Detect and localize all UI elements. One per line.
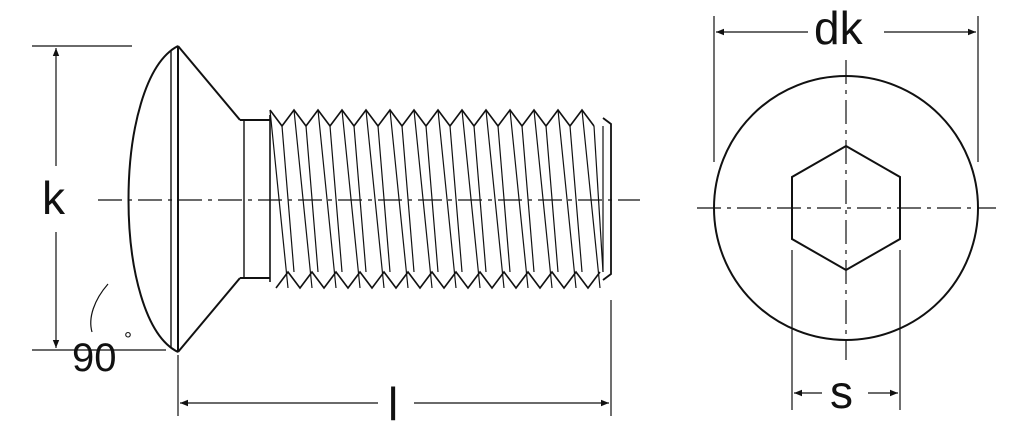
- thread-flank-root: [305, 125, 319, 273]
- thread-flank-root: [425, 125, 439, 273]
- thread-flank-root: [281, 125, 295, 273]
- angle-degree-symbol: °: [124, 329, 132, 351]
- thread-flank-root: [593, 125, 604, 273]
- thread-flank-root: [473, 125, 487, 273]
- s-label: s: [830, 366, 853, 418]
- l-label: l: [388, 378, 398, 430]
- thread-flank-crest: [533, 109, 553, 289]
- thread-flank-root: [377, 125, 391, 273]
- thread-flank-crest: [293, 109, 313, 289]
- thread-flank-root: [329, 125, 343, 273]
- thread-crest-bottom: [275, 270, 601, 290]
- thread-flank-crest: [413, 109, 433, 289]
- head-dome: [127, 45, 179, 353]
- thread-flank-root: [449, 125, 463, 273]
- thread-crest-top: [269, 108, 595, 128]
- thread-flank-root: [401, 125, 415, 273]
- hex-socket: [791, 144, 901, 272]
- thread-flank-root: [353, 125, 367, 273]
- thread-flank-crest: [269, 109, 289, 289]
- thread-flank-root: [521, 125, 535, 273]
- dk-label: dk: [814, 2, 864, 54]
- thread-flank-root: [569, 125, 583, 273]
- thread-flanks: [269, 109, 604, 289]
- angle-arc: [90, 283, 109, 333]
- thread-flank-root: [545, 125, 559, 273]
- thread-flank-crest: [317, 109, 337, 289]
- screw-tip: [602, 117, 612, 281]
- thread-flank-crest: [341, 109, 361, 289]
- end-view: [697, 16, 996, 410]
- thread-flank-crest: [485, 109, 505, 289]
- k-label: k: [42, 172, 66, 224]
- head-circle: [713, 75, 979, 341]
- thread-flank-crest: [437, 109, 457, 289]
- thread-flank-crest: [365, 109, 385, 289]
- angle-label: 90: [72, 336, 117, 380]
- thread-flank-root: [497, 125, 511, 273]
- thread-flank-crest: [557, 109, 577, 289]
- countersink-lower: [177, 277, 241, 353]
- side-view: [32, 45, 640, 416]
- thread-flank-crest: [461, 109, 481, 289]
- thread-flank-crest: [581, 109, 601, 289]
- thread-flank-crest: [389, 109, 409, 289]
- thread-flank-crest: [509, 109, 529, 289]
- countersink-upper: [177, 45, 241, 121]
